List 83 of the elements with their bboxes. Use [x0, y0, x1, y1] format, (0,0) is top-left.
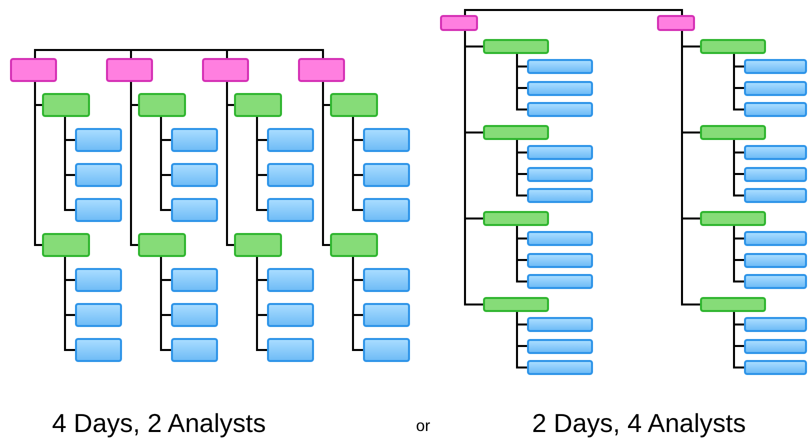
- analyst-box: [527, 145, 593, 160]
- analyst-box: [75, 163, 122, 187]
- analyst-box: [171, 163, 218, 187]
- analyst-box: [363, 268, 410, 292]
- analyst-box: [75, 303, 122, 327]
- analyst-box: [527, 80, 593, 96]
- analyst-box: [75, 268, 122, 292]
- lead-box: [483, 125, 549, 140]
- lead-box: [138, 93, 186, 117]
- connector-line: [130, 82, 138, 246]
- analyst-box: [744, 59, 807, 74]
- manager-box: [440, 15, 478, 31]
- analyst-box: [267, 198, 314, 222]
- lead-box: [330, 233, 378, 257]
- analyst-box: [744, 102, 807, 117]
- lead-box: [700, 211, 766, 226]
- manager-box: [657, 15, 695, 31]
- lead-box: [483, 211, 549, 226]
- lead-box: [700, 125, 766, 140]
- analyst-box: [171, 303, 218, 327]
- analyst-box: [744, 317, 807, 332]
- analyst-box: [744, 188, 807, 203]
- lead-box: [483, 297, 549, 312]
- connector-line: [34, 49, 132, 58]
- lead-box: [42, 233, 90, 257]
- analyst-box: [267, 163, 314, 187]
- analyst-box: [267, 338, 314, 362]
- analyst-box: [744, 231, 807, 246]
- analyst-box: [267, 268, 314, 292]
- connector-line: [464, 31, 483, 306]
- lead-box: [42, 93, 90, 117]
- analyst-box: [363, 128, 410, 152]
- connector-line: [681, 31, 700, 306]
- analyst-box: [527, 59, 593, 74]
- option-caption: 2 Days, 4 Analysts: [532, 408, 746, 439]
- connector-line: [226, 82, 234, 246]
- analyst-box: [75, 198, 122, 222]
- analyst-box: [744, 338, 807, 354]
- option-caption: 4 Days, 2 Analysts: [52, 408, 266, 439]
- analyst-box: [527, 252, 593, 268]
- analyst-box: [744, 166, 807, 182]
- analyst-box: [527, 360, 593, 375]
- lead-box: [700, 39, 766, 54]
- analyst-box: [527, 188, 593, 203]
- analyst-box: [744, 252, 807, 268]
- manager-box: [106, 58, 153, 82]
- analyst-box: [75, 128, 122, 152]
- manager-box: [298, 58, 345, 82]
- connector-line: [464, 9, 683, 15]
- analyst-box: [744, 80, 807, 96]
- analyst-box: [527, 166, 593, 182]
- analyst-box: [744, 360, 807, 375]
- connector-line: [34, 82, 42, 246]
- analyst-box: [171, 268, 218, 292]
- analyst-box: [171, 128, 218, 152]
- lead-box: [234, 93, 282, 117]
- analyst-box: [75, 338, 122, 362]
- analyst-box: [363, 338, 410, 362]
- connector-line: [130, 49, 228, 58]
- analyst-box: [527, 317, 593, 332]
- lead-box: [234, 233, 282, 257]
- analyst-box: [527, 231, 593, 246]
- lead-box: [330, 93, 378, 117]
- analyst-box: [363, 163, 410, 187]
- analyst-box: [527, 338, 593, 354]
- conjunction-text: or: [416, 418, 430, 436]
- analyst-box: [267, 303, 314, 327]
- lead-box: [138, 233, 186, 257]
- analyst-box: [744, 145, 807, 160]
- analyst-box: [363, 198, 410, 222]
- lead-box: [483, 39, 549, 54]
- lead-box: [700, 297, 766, 312]
- analyst-box: [744, 274, 807, 289]
- analyst-box: [267, 128, 314, 152]
- analyst-box: [527, 102, 593, 117]
- analyst-box: [171, 198, 218, 222]
- manager-box: [202, 58, 249, 82]
- connector-line: [226, 49, 324, 58]
- manager-box: [10, 58, 57, 82]
- analyst-box: [171, 338, 218, 362]
- analyst-box: [527, 274, 593, 289]
- analyst-box: [363, 303, 410, 327]
- connector-line: [322, 82, 330, 246]
